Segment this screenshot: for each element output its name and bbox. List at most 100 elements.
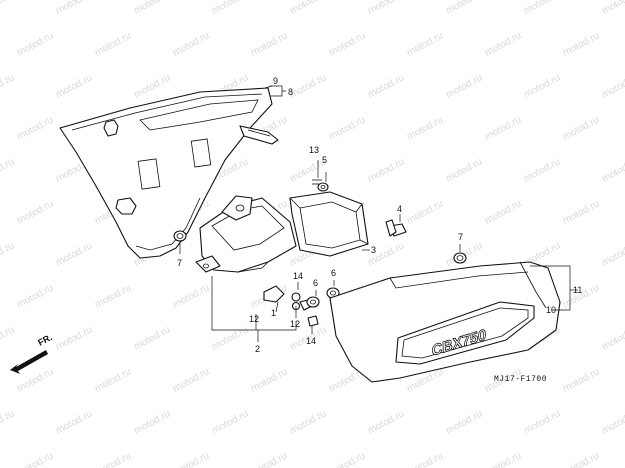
- watermark-text: motod.ru: [561, 366, 601, 394]
- watermark-text: motod.ru: [405, 114, 445, 142]
- bracket-assembly: [195, 195, 297, 273]
- watermark-text: motod.ru: [483, 450, 523, 468]
- callout-labels: 9 8 13 5 4 3 7 7 14 6 6 1 12 12 2 14 11 …: [177, 76, 582, 354]
- watermark-text: motod.ru: [54, 324, 94, 352]
- watermark-text: motod.ru: [210, 408, 250, 436]
- watermark-text: motod.ru: [0, 0, 16, 17]
- watermark-text: motod.ru: [54, 408, 94, 436]
- watermark-text: motod.ru: [327, 450, 367, 468]
- watermark-text: motod.ru: [444, 0, 484, 17]
- watermark-text: motod.ru: [405, 198, 445, 226]
- watermark-text: motod.ru: [522, 156, 562, 184]
- center-box: [289, 191, 369, 257]
- watermark-text: motod.ru: [0, 324, 16, 352]
- watermark-text: motod.ru: [405, 450, 445, 468]
- watermark-text: motod.ru: [54, 240, 94, 268]
- watermark-text: motod.ru: [132, 72, 172, 100]
- grommet-part-7-left: [173, 230, 187, 242]
- bolt-part-4: [385, 219, 407, 237]
- watermark-text: motod.ru: [171, 450, 211, 468]
- watermark-text: motod.ru: [171, 366, 211, 394]
- left-side-cover: [59, 87, 279, 259]
- watermark-text: motod.ru: [15, 450, 55, 468]
- callout-9: 9: [273, 76, 278, 86]
- watermark-text: motod.ru: [288, 408, 328, 436]
- watermark-text: motod.ru: [132, 408, 172, 436]
- watermark-text: motod.ru: [483, 114, 523, 142]
- watermark-text: motod.ru: [249, 366, 289, 394]
- watermark-text: motod.ru: [600, 240, 625, 268]
- watermark-text: motod.ru: [171, 30, 211, 58]
- callout-12-right: 12: [290, 319, 300, 329]
- watermark-text: motod.ru: [483, 30, 523, 58]
- watermark-text: motod.ru: [366, 0, 406, 17]
- callout-4: 4: [397, 204, 402, 214]
- watermark-text: motod.ru: [522, 408, 562, 436]
- grommet-part-7-right: [453, 252, 467, 264]
- watermark-text: motod.ru: [288, 0, 328, 17]
- watermark-text: motod.ru: [444, 156, 484, 184]
- watermark-text: motod.ru: [561, 114, 601, 142]
- watermark-text: motod.ru: [15, 198, 55, 226]
- watermark-text: motod.ru: [210, 324, 250, 352]
- callout-14-bottom: 14: [306, 336, 316, 346]
- callout-12-left: 12: [249, 314, 259, 324]
- watermark-text: motod.ru: [132, 324, 172, 352]
- watermark-text: motod.ru: [54, 72, 94, 100]
- callout-14-top: 14: [293, 271, 303, 281]
- callout-1: 1: [271, 308, 276, 318]
- direction-label: FR.: [36, 332, 53, 348]
- watermark-text: motod.ru: [0, 240, 16, 268]
- callout-10: 10: [546, 305, 556, 315]
- watermark-text: motod.ru: [600, 408, 625, 436]
- callout-7-right: 7: [458, 232, 463, 242]
- watermark-text: motod.ru: [600, 324, 625, 352]
- right-side-cover: CBX750: [329, 261, 561, 383]
- watermark-text: motod.ru: [444, 408, 484, 436]
- watermark-text: motod.ru: [600, 156, 625, 184]
- diagram-code: MJ17-F1700: [494, 375, 547, 384]
- watermark-text: motod.ru: [561, 198, 601, 226]
- callout-2: 2: [255, 344, 260, 354]
- watermark-text: motod.ru: [93, 30, 133, 58]
- watermark-text: motod.ru: [327, 114, 367, 142]
- watermark-text: motod.ru: [561, 30, 601, 58]
- watermark-text: motod.ru: [288, 72, 328, 100]
- callout-8: 8: [288, 87, 293, 97]
- watermark-text: motod.ru: [171, 282, 211, 310]
- watermark-text: motod.ru: [54, 0, 94, 17]
- watermark-text: motod.ru: [132, 0, 172, 17]
- watermark-text: motod.ru: [522, 0, 562, 17]
- fastener-cluster: [263, 285, 340, 327]
- callout-5: 5: [322, 155, 327, 165]
- watermark-text: motod.ru: [15, 114, 55, 142]
- watermark-text: motod.ru: [600, 0, 625, 17]
- watermark-text: motod.ru: [0, 408, 16, 436]
- watermark-text: motod.ru: [0, 156, 16, 184]
- callout-3: 3: [371, 245, 376, 255]
- callout-6-right: 6: [331, 268, 336, 278]
- callout-6-left: 6: [313, 278, 318, 288]
- watermark-text: motod.ru: [249, 450, 289, 468]
- callout-11: 11: [573, 285, 582, 295]
- watermark-text: motod.ru: [93, 450, 133, 468]
- watermark-text: motod.ru: [483, 198, 523, 226]
- callout-7-left: 7: [177, 258, 182, 268]
- watermark-text: motod.ru: [210, 0, 250, 17]
- watermark-text: motod.ru: [249, 30, 289, 58]
- watermark-text: motod.ru: [15, 30, 55, 58]
- watermark-text: motod.ru: [522, 72, 562, 100]
- leader-lines: [179, 85, 578, 342]
- watermark-text: motod.ru: [366, 408, 406, 436]
- watermark-text: motod.ru: [15, 282, 55, 310]
- watermark-text: motod.ru: [327, 30, 367, 58]
- watermark-text: motod.ru: [366, 156, 406, 184]
- watermark-text: motod.ru: [405, 30, 445, 58]
- watermark-text: motod.ru: [561, 450, 601, 468]
- collar-part-5: [317, 182, 329, 192]
- watermark-text: motod.ru: [93, 282, 133, 310]
- watermark-text: motod.ru: [0, 72, 16, 100]
- watermark-text: motod.ru: [93, 366, 133, 394]
- watermark-text: motod.ru: [15, 366, 55, 394]
